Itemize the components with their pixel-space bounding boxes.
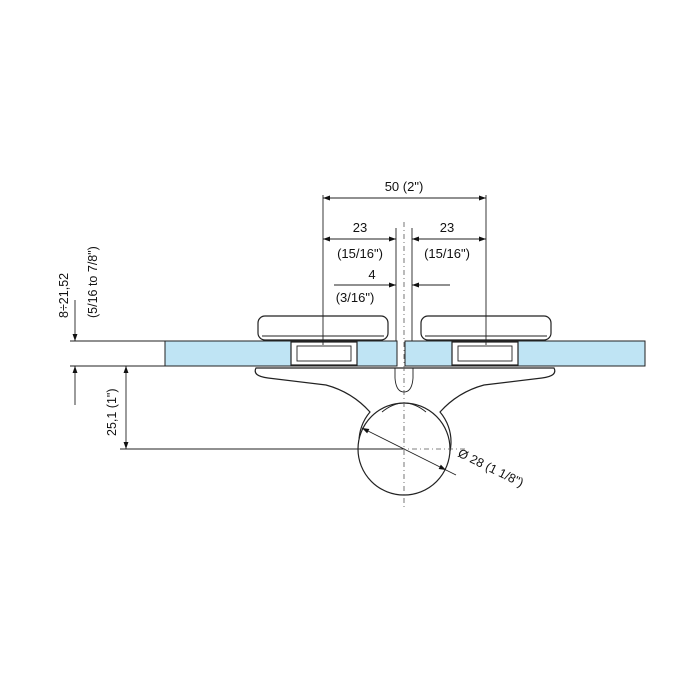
gap-mm: 4 — [368, 267, 375, 282]
insert-right — [451, 341, 519, 366]
plate-width-right-in: (15/16") — [424, 246, 470, 261]
gap-in: (3/16") — [336, 290, 375, 305]
plate-width-left-mm: 23 — [353, 220, 367, 235]
glass-panel-left — [164, 340, 398, 367]
overall-width-label: 50 (2") — [385, 179, 424, 194]
insert-left — [290, 341, 358, 366]
glass-thickness-in: (5/16 to 7/8") — [86, 246, 100, 318]
glass-thickness-mm: 8÷21,52 — [57, 273, 71, 318]
plate-width-left-in: (15/16") — [337, 246, 383, 261]
glass-panel-right — [404, 340, 646, 367]
plate-width-right-mm: 23 — [440, 220, 454, 235]
axis-offset-label: 25,1 (1") — [105, 388, 119, 436]
diameter-label: Ø 28 (1 1/8") — [456, 446, 526, 490]
